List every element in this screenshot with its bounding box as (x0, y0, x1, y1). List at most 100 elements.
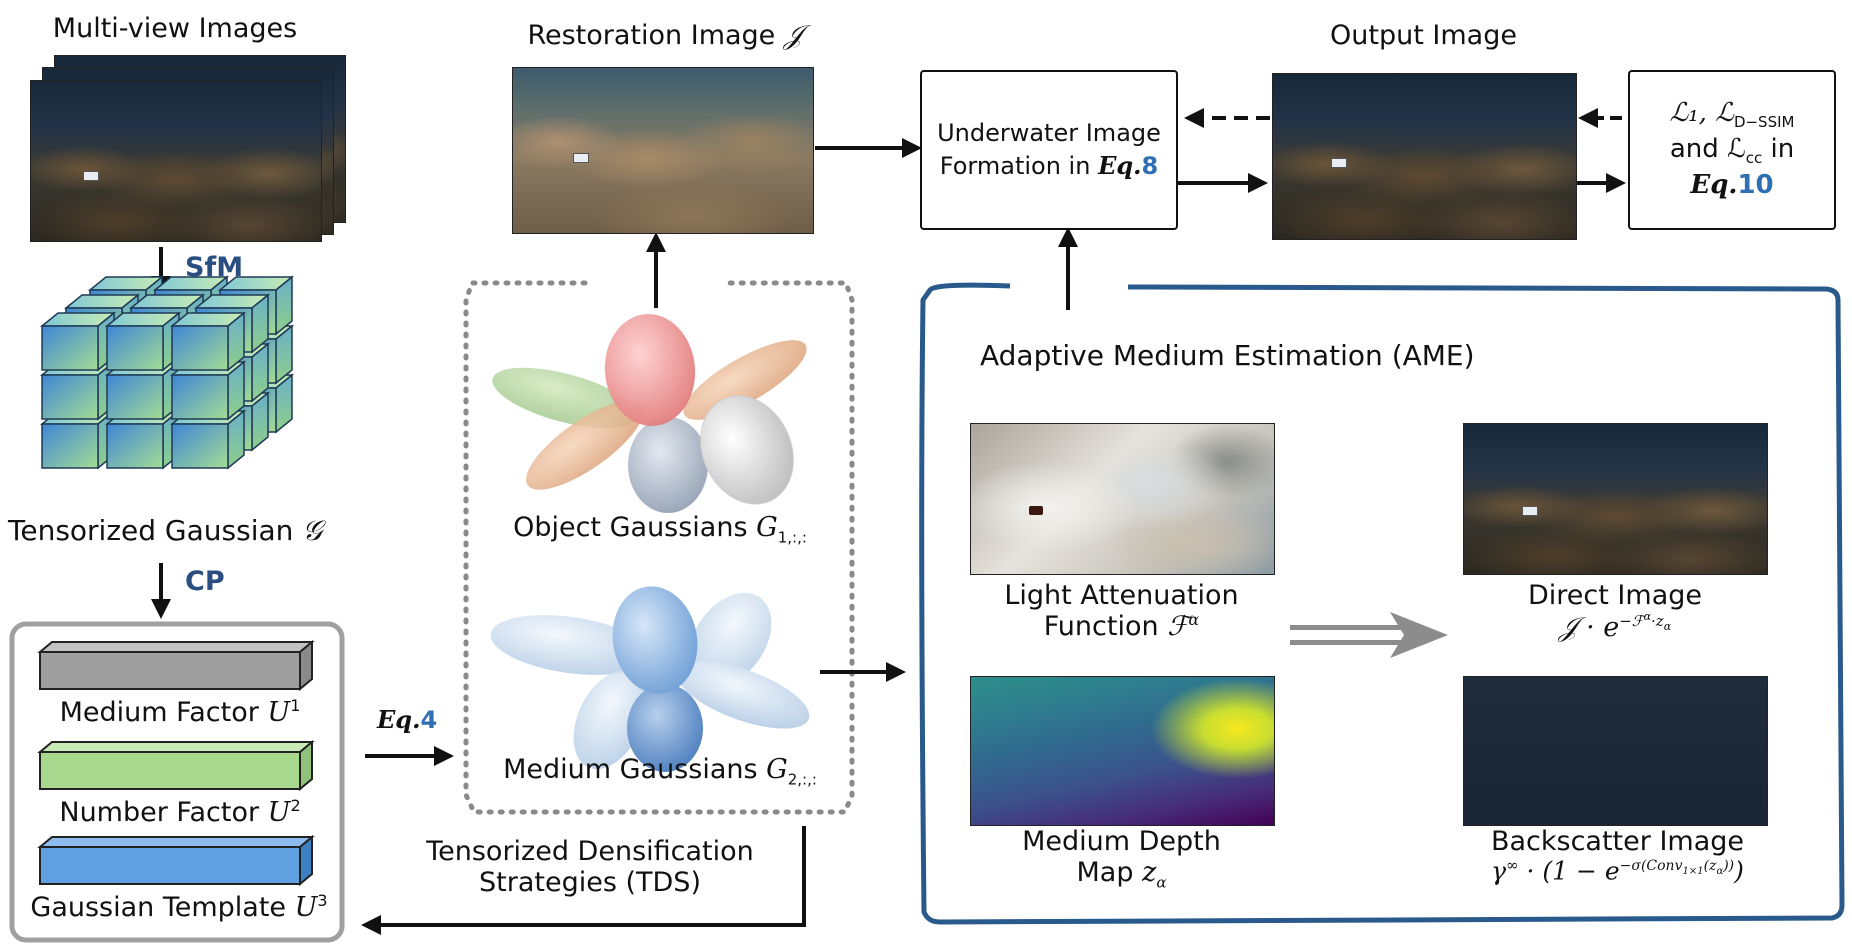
bs-exp-sub: 1×1 (1682, 865, 1704, 877)
eq4-label: Eq.4 (377, 706, 437, 735)
output-image (1272, 73, 1577, 240)
backscatter-image (1463, 676, 1768, 826)
formation-line2-text: Formation in (939, 151, 1091, 180)
multiview-image-front (30, 80, 322, 242)
object-gaussians-glyph (492, 314, 807, 513)
restoration-marker (573, 153, 589, 163)
loss-l1: ℒ₁, ℒ (1669, 98, 1734, 129)
direct-exp: −ℱ (1619, 612, 1644, 631)
number-factor-sup: 2 (290, 796, 301, 815)
object-gaussians-label: Object Gaussians G1,:,: (470, 512, 850, 547)
direct-marker (1522, 506, 1538, 516)
eq4-num: 4 (420, 706, 438, 734)
medium-depth-map-image (970, 676, 1275, 826)
bs-exp-tail: (z (1703, 858, 1717, 875)
underwater-formation-box: Underwater Image Formation in Eq.8 (920, 70, 1178, 230)
depth-line2-text: Map (1076, 857, 1134, 889)
tensorized-gaussian-label: Tensorized Gaussian 𝒢 (8, 514, 322, 547)
medium-gaussians-sub: 2,:,: (787, 770, 817, 789)
gaussian-template-sym: U (294, 892, 318, 923)
backscatter-title: Backscatter Image (1490, 826, 1745, 857)
medium-factor-text: Medium Factor (59, 697, 259, 728)
tds-line1: Tensorized Densification (426, 836, 754, 867)
medium-factor-sup: 1 (290, 696, 301, 715)
ame-frame (919, 282, 1845, 925)
medium-gaussians-label: Medium Gaussians G2,:,: (470, 754, 850, 789)
bs-exp-close: )) (1723, 858, 1735, 875)
formation-eq-num: 8 (1141, 151, 1159, 180)
factor-panel-frame (9, 621, 345, 943)
attenuation-line2: Function ℱα (965, 610, 1278, 643)
bs-exp: −σ(Conv (1619, 858, 1683, 875)
loss-and: and ℒ (1669, 134, 1746, 165)
object-gaussians-sym: G (756, 512, 778, 543)
depth-line1: Medium Depth (1022, 826, 1221, 857)
medium-gaussians-sym: G (766, 754, 788, 785)
backscatter-formula: γ∞ · (1 − e−σ(Conv1×1(zα))) (1420, 856, 1815, 886)
backscatter-label: Backscatter Image γ∞ · (1 − e−σ(Conv1×1(… (1420, 826, 1815, 886)
formation-line2: Formation in Eq.8 (940, 150, 1158, 182)
direct-image (1463, 423, 1768, 575)
tensor-cube (169, 311, 247, 372)
medium-factor-label: Medium Factor U1 (30, 696, 330, 728)
restoration-title: Restoration Image 𝒥 (505, 20, 825, 51)
tds-line2: Strategies (TDS) (479, 867, 701, 899)
eq4-text: Eq. (377, 705, 421, 734)
output-marker (1331, 158, 1347, 168)
direct-formula-base: 𝒥 · e (1558, 612, 1620, 644)
multiview-title: Multi-view Images (52, 13, 298, 44)
direct-exp-tail: ·z (1651, 612, 1664, 631)
loss-eq: Eq. (1690, 169, 1738, 200)
gaussian-template-text: Gaussian Template (30, 892, 287, 923)
tds-label: Tensorized Densification Strategies (TDS… (385, 836, 795, 898)
medium-gaussians-glyph (490, 586, 810, 772)
attenuation-line1: Light Attenuation (1004, 580, 1239, 611)
number-factor-label: Number Factor U2 (30, 796, 330, 828)
object-gaussians-text: Object Gaussians (513, 512, 748, 543)
depth-sub: α (1156, 873, 1167, 892)
object-gaussians-sub: 1,:,: (777, 528, 807, 547)
loss-line2: and ℒcc in (1670, 133, 1794, 169)
formation-eq: Eq. (1098, 150, 1142, 180)
tensor-cube-grid (39, 275, 295, 470)
restoration-symbol: 𝒥 (783, 20, 803, 51)
restoration-title-text: Restoration Image (527, 20, 776, 51)
step-cp: CP (185, 566, 225, 597)
multiview-marker (83, 171, 99, 181)
double-arrow (1290, 612, 1448, 658)
number-factor-text: Number Factor (59, 797, 260, 828)
depth-sym: z (1142, 857, 1157, 889)
loss-line1: ℒ₁, ℒD−SSIM (1670, 97, 1795, 133)
medium-factor-bar (37, 639, 315, 692)
medium-gaussians-text: Medium Gaussians (503, 754, 758, 785)
arrow-tds-feedback (361, 826, 806, 935)
formation-line1: Underwater Image (937, 119, 1161, 148)
bs-gamma: γ (1491, 856, 1507, 886)
direct-formula: 𝒥 · e−ℱα·zα (1460, 610, 1770, 644)
gaussian-template-sup: 3 (317, 891, 328, 910)
attenuation-sup: α (1188, 610, 1200, 630)
depth-label: Medium Depth Map zα (965, 826, 1278, 892)
output-title: Output Image (1330, 20, 1517, 51)
loss-in: in (1770, 134, 1795, 165)
attenuation-marker (1029, 506, 1043, 515)
loss-eq-num: 10 (1737, 169, 1774, 200)
direct-exp-sup: α (1643, 610, 1652, 624)
bs-inf: ∞ (1506, 856, 1519, 875)
number-factor-bar (37, 739, 315, 792)
loss-cc: cc (1745, 149, 1763, 168)
direct-title: Direct Image (1528, 580, 1702, 611)
attenuation-line2-text: Function (1043, 611, 1159, 643)
direct-label: Direct Image 𝒥 · e−ℱα·zα (1460, 580, 1770, 643)
direct-exp-sub: α (1663, 620, 1672, 634)
loss-box: ℒ₁, ℒD−SSIM and ℒcc in Eq.10 (1628, 70, 1836, 230)
gaussian-template-label: Gaussian Template U3 (18, 891, 340, 923)
attenuation-label: Light Attenuation Function ℱα (965, 580, 1278, 642)
gaussians-dotted-frame (463, 280, 855, 815)
tensorized-text: Tensorized Gaussian (8, 514, 294, 547)
ame-title: Adaptive Medium Estimation (AME) (980, 339, 1475, 372)
restoration-image (512, 67, 814, 234)
loss-line3: Eq.10 (1690, 169, 1773, 203)
gaussian-template-bar (37, 834, 315, 887)
